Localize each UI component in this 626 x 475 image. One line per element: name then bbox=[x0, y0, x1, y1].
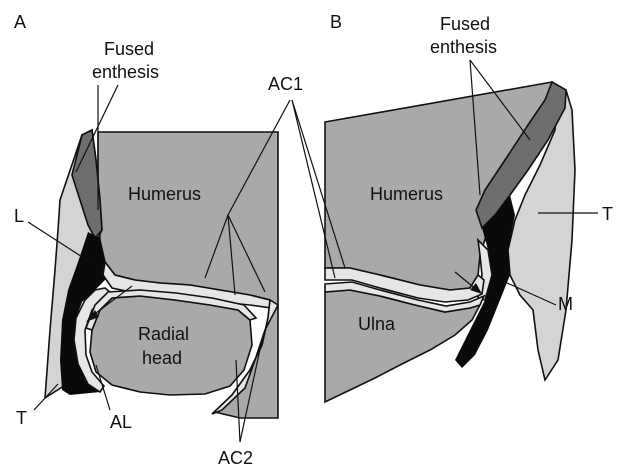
panel-a-radial-head-bone bbox=[90, 296, 252, 395]
panel-a-humerus-label: Humerus bbox=[128, 184, 201, 204]
panel-a-label: A bbox=[14, 12, 26, 32]
panel-b-m-label: M bbox=[558, 294, 573, 314]
panel-a-radial-label-2: head bbox=[142, 348, 182, 368]
panel-a-al-label: AL bbox=[110, 412, 132, 432]
panel-b-fused-label-1: Fused bbox=[440, 14, 490, 34]
panel-a-ac1-label: AC1 bbox=[268, 74, 303, 94]
panel-a-ac2-label: AC2 bbox=[218, 448, 253, 468]
panel-a-fused-label-2: enthesis bbox=[92, 62, 159, 82]
panel-b: B Fused enthesis Humerus Ulna T M bbox=[292, 12, 613, 402]
panel-b-label: B bbox=[330, 12, 342, 32]
panel-b-humerus-label: Humerus bbox=[370, 184, 443, 204]
panel-a-t-label: T bbox=[16, 408, 27, 428]
panel-b-ulna-label: Ulna bbox=[358, 314, 396, 334]
panel-b-t-label: T bbox=[602, 204, 613, 224]
panel-b-fused-label-2: enthesis bbox=[430, 37, 497, 57]
panel-a-fused-label-1: Fused bbox=[104, 39, 154, 59]
panel-a-l-label: L bbox=[14, 206, 24, 226]
panel-a-radial-label-1: Radial bbox=[138, 324, 189, 344]
panel-a: A Fused enthesis AC1 Humerus Radial head… bbox=[14, 12, 303, 468]
